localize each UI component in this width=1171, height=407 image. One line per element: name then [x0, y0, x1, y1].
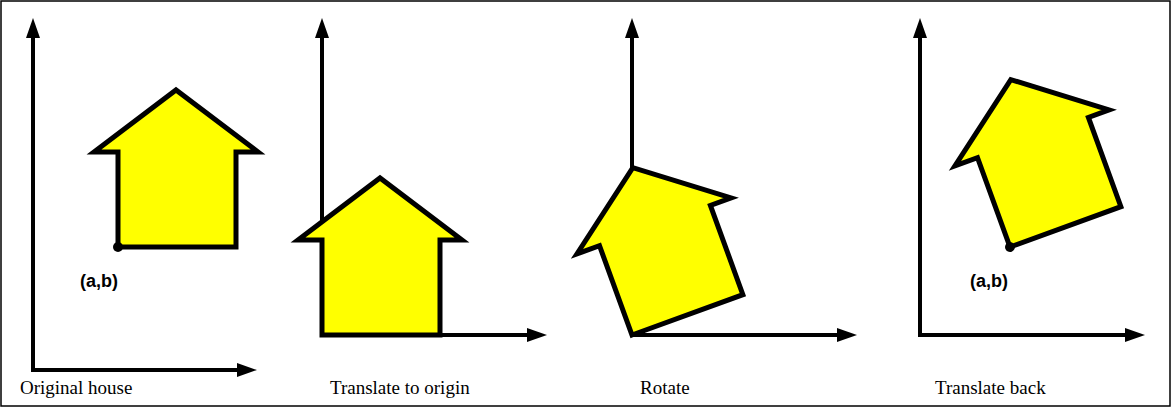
house-shape [556, 140, 764, 344]
point-label: (a,b) [970, 271, 1008, 293]
house-shape [298, 178, 462, 335]
point-dot [1004, 241, 1017, 254]
axes [913, 18, 1145, 342]
panel-caption: Rotate [640, 377, 690, 400]
house-shape [94, 90, 258, 252]
axes [26, 18, 257, 377]
panel-caption: Translate back [935, 377, 1046, 400]
panel-caption: Original house [20, 377, 132, 400]
house-shape [934, 52, 1144, 260]
panel-caption: Translate to origin [330, 377, 470, 400]
point-dot [113, 242, 123, 252]
point-label: (a,b) [80, 271, 118, 293]
